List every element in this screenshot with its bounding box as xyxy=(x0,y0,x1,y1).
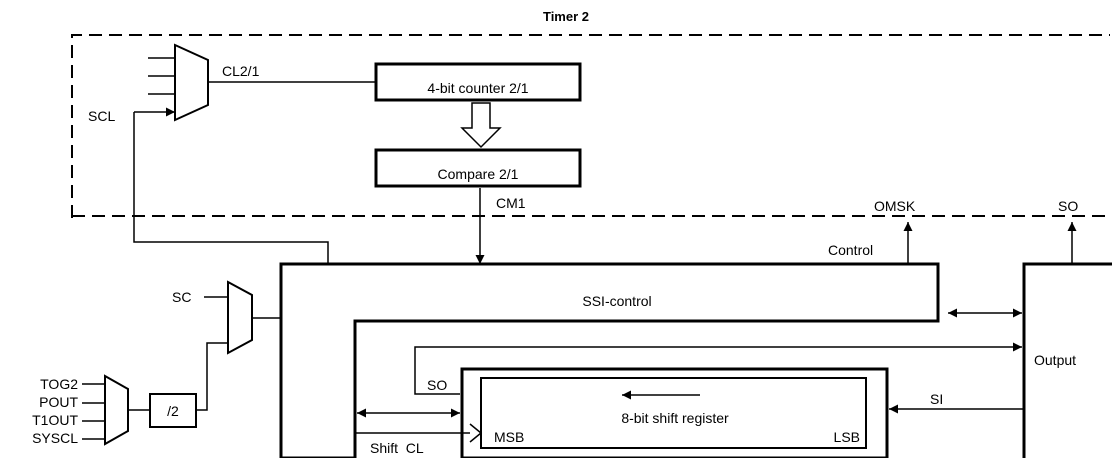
lsb-label: LSB xyxy=(834,429,860,445)
shift-clock-label: Shift CL xyxy=(370,440,424,456)
compare-label: Compare 2/1 xyxy=(438,166,519,182)
ssi-control-block xyxy=(279,262,940,458)
input-label-pout: POUT xyxy=(39,394,78,410)
shift-so-label: SO xyxy=(427,377,447,393)
clock-input-icon xyxy=(469,423,483,443)
shift-register-label: 8-bit shift register xyxy=(621,410,729,426)
sc-label: SC xyxy=(172,289,191,305)
input-label-tog2: TOG2 xyxy=(40,376,78,392)
input-label-t1out: T1OUT xyxy=(32,412,78,428)
so-out-label: SO xyxy=(1058,198,1078,214)
so-loop-arrow xyxy=(414,342,1022,395)
top-multiplexer xyxy=(174,43,209,122)
scl-label: SCL xyxy=(88,108,115,124)
input-label-syscl: SYSCL xyxy=(32,430,78,446)
msb-label: MSB xyxy=(494,429,524,445)
hollow-down-arrow xyxy=(460,102,502,149)
timer-boundary-top-left xyxy=(71,34,1110,218)
omsk-label: OMSK xyxy=(874,198,916,214)
counter-label: 4-bit counter 2/1 xyxy=(427,80,528,96)
divider-label: /2 xyxy=(167,403,179,419)
output-label: Output xyxy=(1034,352,1076,368)
control-label: Control xyxy=(828,242,873,258)
compare-box xyxy=(374,148,582,188)
cm1-label: CM1 xyxy=(496,195,526,211)
ssi-control-label: SSI-control xyxy=(582,293,651,309)
si-label: SI xyxy=(930,391,943,407)
timer-title: Timer 2 xyxy=(543,9,589,24)
divider-to-sc-mux-line xyxy=(196,342,228,411)
scl-feedback-line xyxy=(133,112,329,264)
shift-register-inner xyxy=(480,377,867,449)
cl2-label: CL2/1 xyxy=(222,63,260,79)
sc-multiplexer xyxy=(227,280,253,355)
input-multiplexer xyxy=(104,374,129,446)
divider-box xyxy=(149,393,197,428)
counter-box xyxy=(374,62,582,102)
